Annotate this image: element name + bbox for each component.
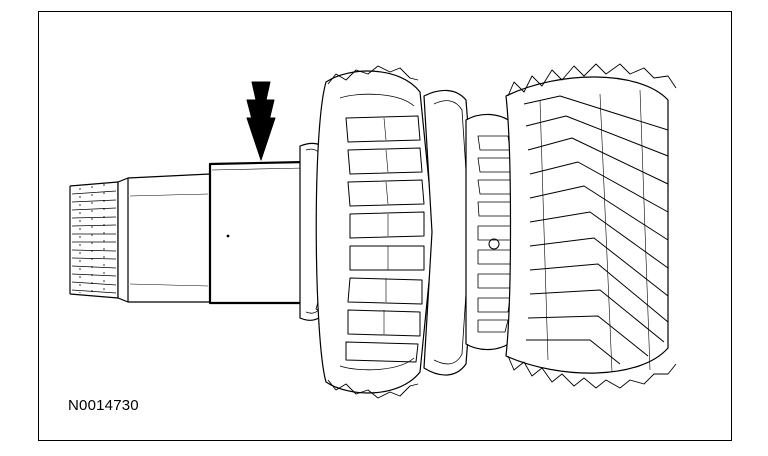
splined-shaft-end	[70, 182, 118, 298]
helical-gear	[506, 64, 676, 388]
down-arrow-icon	[247, 82, 275, 160]
clutch-gear	[316, 66, 434, 398]
shaft-body	[118, 174, 210, 302]
bearing-collar	[210, 162, 306, 303]
figure-id-label: N0014730	[68, 397, 139, 414]
